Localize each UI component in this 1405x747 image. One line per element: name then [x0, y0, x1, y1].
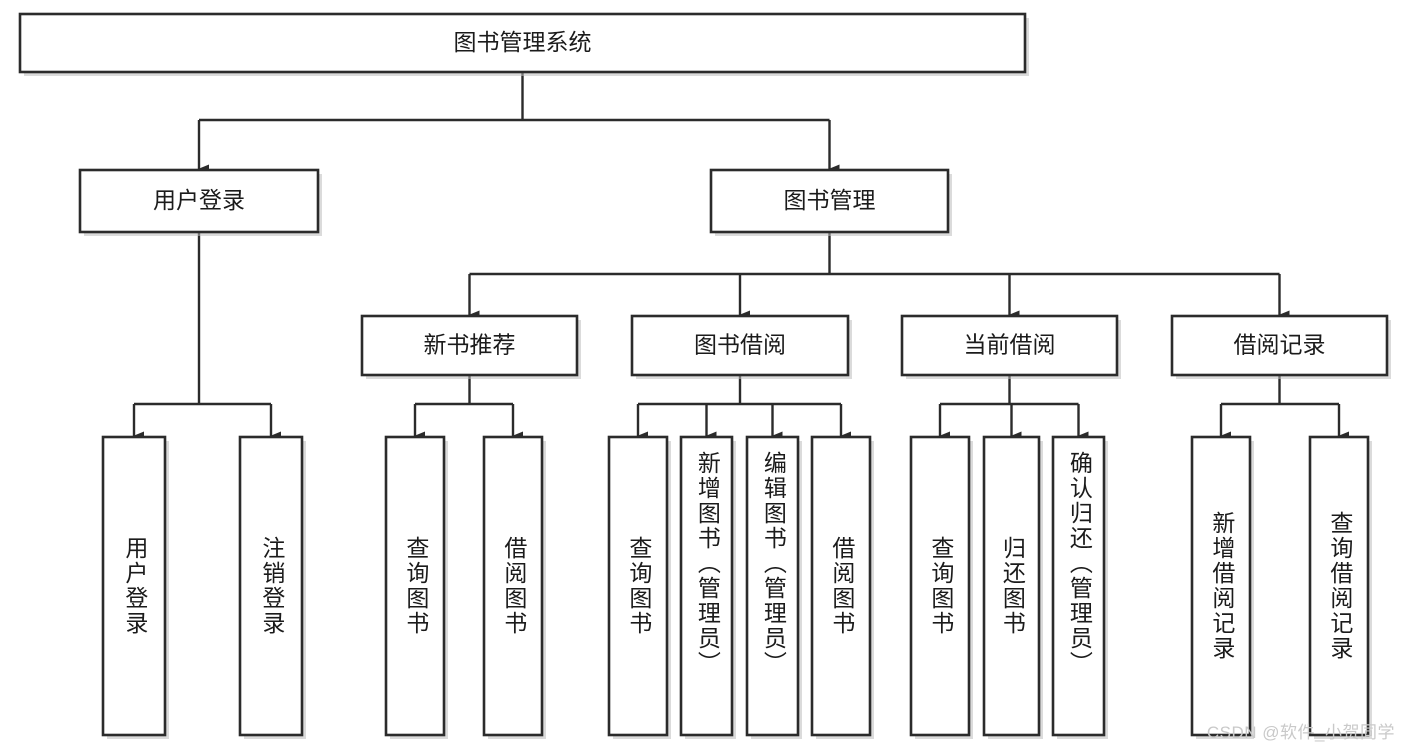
node-new-book-recommend-label: 新书推荐 [424, 332, 516, 358]
leaf-leaf-user-login[interactable] [101, 435, 167, 737]
leaf-leaf-add-record[interactable] [1190, 435, 1252, 737]
node-user-login[interactable] [78, 168, 320, 234]
leaf-leaf-logout-login[interactable] [238, 435, 304, 737]
leaf-leaf-borrow-book-1[interactable] [482, 435, 544, 737]
connectors-layer [132, 72, 1349, 441]
leaf-leaf-edit-book[interactable] [745, 435, 800, 737]
node-new-book-recommend[interactable] [360, 314, 579, 377]
leaf-leaf-confirm-return[interactable] [1051, 435, 1106, 737]
boxes-layer [18, 12, 1391, 739]
node-current-borrow[interactable] [900, 314, 1119, 377]
leaf-leaf-return-book[interactable] [982, 435, 1041, 737]
node-current-borrow-label: 当前借阅 [964, 332, 1056, 358]
leaf-leaf-borrow-book-2[interactable] [810, 435, 872, 737]
leaf-leaf-query-book-3[interactable] [909, 435, 971, 737]
watermark-text: CSDN @软件_小贺同学 [1206, 723, 1395, 742]
node-borrow-record-label: 借阅记录 [1234, 332, 1326, 358]
leaf-leaf-query-book-2[interactable] [607, 435, 669, 737]
node-borrow-record[interactable] [1170, 314, 1389, 377]
node-book-manage-label: 图书管理 [784, 187, 876, 213]
leaf-leaf-query-record[interactable] [1308, 435, 1370, 737]
node-root[interactable] [18, 12, 1027, 74]
node-root-label: 图书管理系统 [454, 29, 592, 55]
leaf-leaf-query-book-1[interactable] [384, 435, 446, 737]
node-book-borrow-label: 图书借阅 [694, 332, 786, 358]
node-book-manage[interactable] [709, 168, 950, 234]
node-user-login-label: 用户登录 [153, 187, 245, 213]
node-book-borrow[interactable] [630, 314, 850, 377]
leaf-leaf-add-book[interactable] [679, 435, 734, 737]
